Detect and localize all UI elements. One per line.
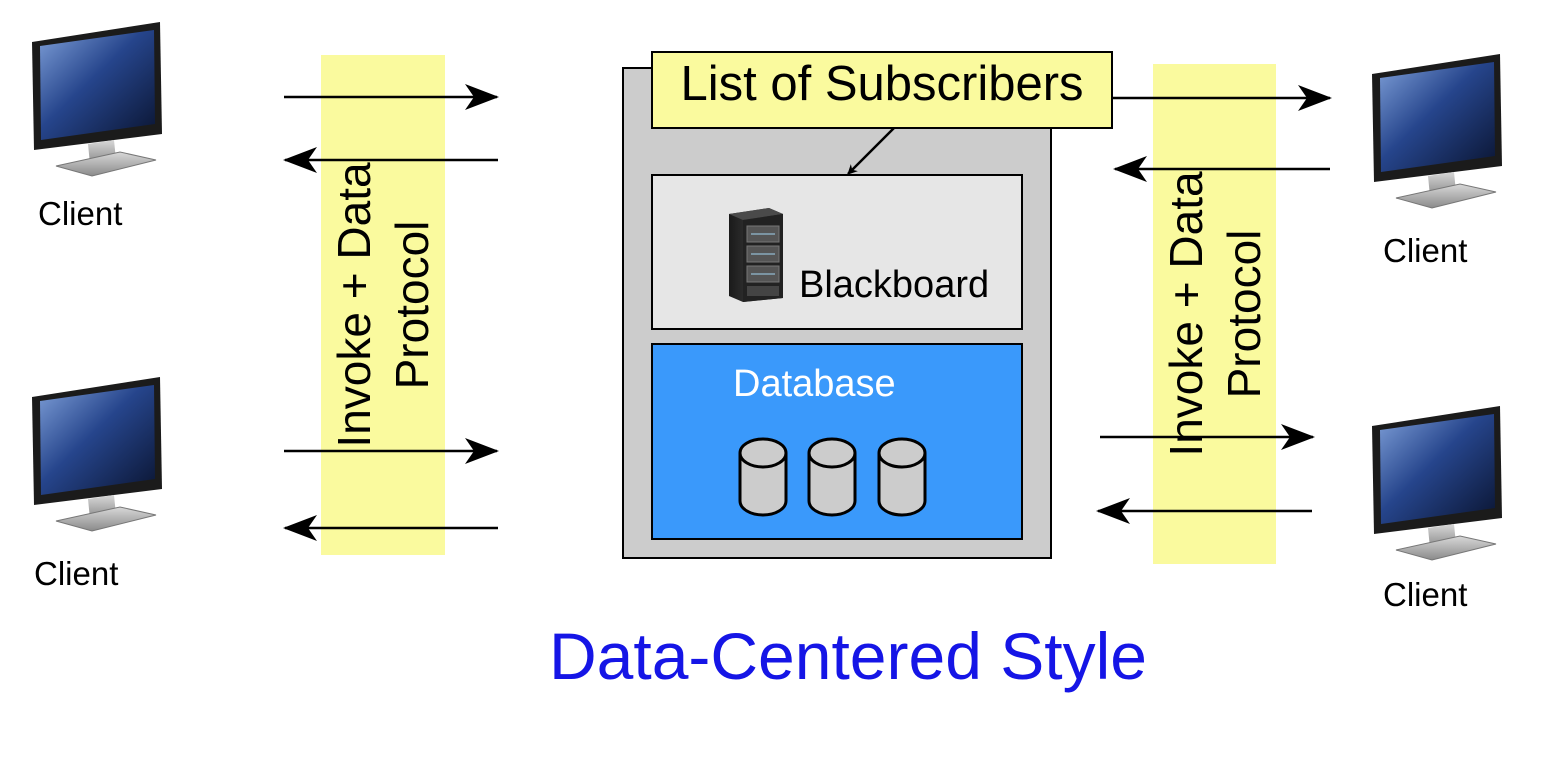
client-label: Client (1383, 576, 1468, 613)
blackboard-panel: Blackboard (651, 174, 1023, 330)
protocol-bar-right: Invoke + Data Protocol (1153, 64, 1276, 564)
subscribers-label: List of Subscribers (651, 51, 1113, 129)
database-panel: Database (651, 343, 1023, 540)
diagram-caption: Data-Centered Style (549, 619, 1147, 693)
database-label: Database (733, 363, 896, 405)
server-rack-icon (729, 208, 783, 302)
blackboard-label: Blackboard (799, 264, 990, 306)
protocol-bar-left: Invoke + Data Protocol (321, 55, 445, 555)
database-cylinder-icon (738, 437, 788, 517)
client-label: Client (38, 195, 123, 232)
client-label: Client (34, 555, 119, 592)
database-cylinder-icon (877, 437, 927, 517)
client-label: Client (1383, 232, 1468, 269)
database-cylinder-icon (807, 437, 857, 517)
